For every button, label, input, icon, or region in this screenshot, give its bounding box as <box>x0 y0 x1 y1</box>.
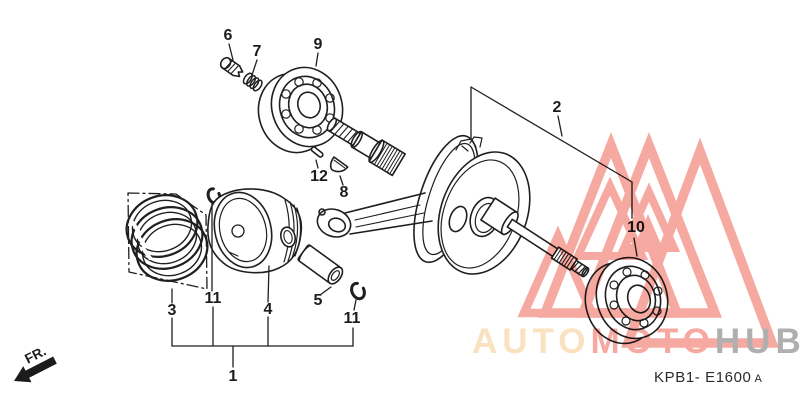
crankshaft-part-2 <box>316 117 590 278</box>
circlip-part-11-right <box>350 281 366 301</box>
watermark-text: AUTOMOTOHUB <box>472 322 800 361</box>
bracket-lines <box>171 203 357 368</box>
piston-rings-part-3 <box>125 194 209 282</box>
key-part-12 <box>310 146 324 158</box>
fr-arrow-icon <box>14 356 57 383</box>
watermark-hub: HUB <box>715 322 800 361</box>
part-code-text: KPB1- E1600 <box>654 369 752 386</box>
connecting-rod <box>316 192 433 238</box>
bolt-part-6 <box>219 56 244 78</box>
part-code-suffix: A <box>754 373 763 385</box>
watermark-auto: AUTO <box>472 322 591 361</box>
spring-part-7 <box>242 72 263 92</box>
woodruff-key-part-8 <box>329 156 349 173</box>
bearing-part-9 <box>257 66 344 154</box>
piston-pin-part-5 <box>297 244 344 285</box>
piston-part-4 <box>207 188 303 274</box>
watermark-moto: MOTO <box>591 322 715 361</box>
watermark-logo <box>517 132 779 348</box>
